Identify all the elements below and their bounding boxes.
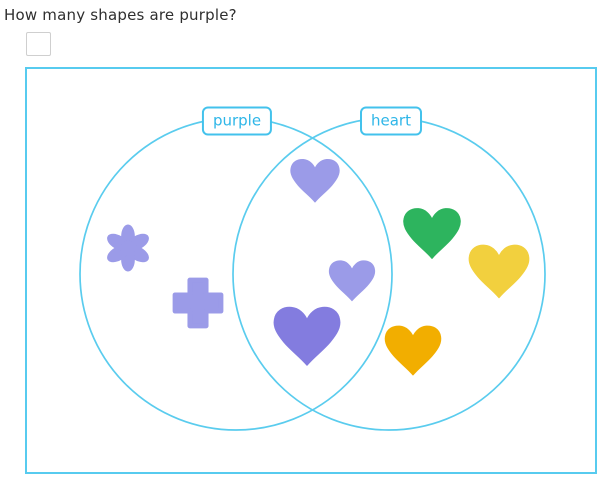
question-text: How many shapes are purple? [4, 6, 237, 24]
shape-heart-orange [384, 325, 442, 376]
shape-heart-yellow [468, 244, 530, 299]
venn-label-heart-text: heart [371, 111, 411, 130]
answer-input[interactable] [26, 32, 51, 56]
shape-flower-purple [107, 224, 149, 272]
venn-label-purple-text: purple [212, 111, 262, 130]
flower-center [120, 240, 136, 256]
shape-heart-purple-top [290, 158, 340, 203]
venn-label-heart: heart [360, 106, 422, 136]
venn-panel: purple heart [25, 67, 597, 474]
venn-diagram [79, 117, 546, 431]
shape-plus-purple [172, 277, 224, 329]
shape-heart-purple-large [273, 306, 341, 366]
venn-label-purple: purple [201, 106, 273, 136]
shape-heart-purple-small [328, 260, 376, 302]
shape-heart-green [403, 208, 461, 259]
